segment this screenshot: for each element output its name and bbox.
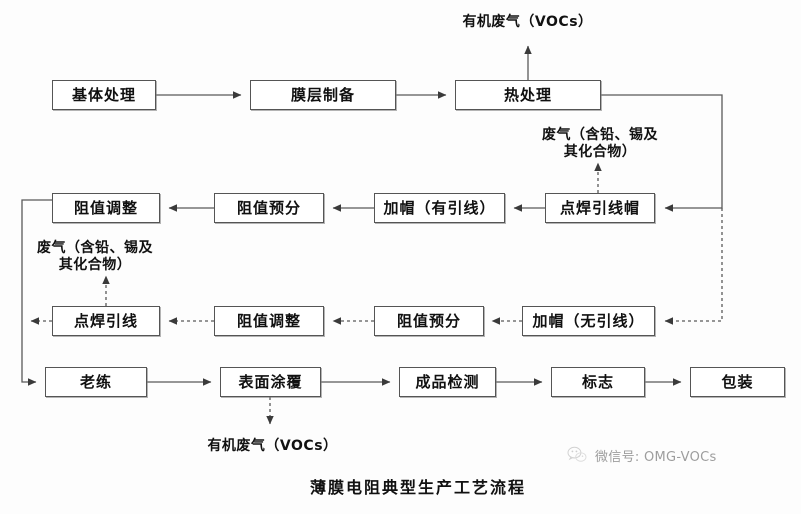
node-label: 基体处理 [71, 85, 136, 104]
wire-heat-to-spotweldcap [601, 94, 723, 212]
node-film-preparation[interactable]: 膜层制备 [250, 80, 396, 110]
node-finished-inspection[interactable]: 成品检测 [399, 367, 496, 397]
emission-label-lead-tin-top: 废气（含铅、锡及 其化合物） [542, 127, 658, 160]
node-label: 成品检测 [415, 372, 480, 391]
node-substrate-treatment[interactable]: 基体处理 [52, 80, 156, 110]
node-aging[interactable]: 老练 [45, 367, 147, 397]
diagram-caption: 薄膜电阻典型生产工艺流程 [310, 478, 527, 497]
node-label: 膜层制备 [290, 85, 355, 104]
node-capping-no-lead[interactable]: 加帽（无引线） [522, 306, 655, 336]
node-heat-treatment[interactable]: 热处理 [455, 80, 601, 110]
node-label: 热处理 [503, 85, 552, 104]
node-resistance-adjust-2[interactable]: 阻值调整 [214, 306, 324, 336]
node-label: 加帽（无引线） [532, 311, 645, 330]
node-capping-with-lead[interactable]: 加帽（有引线） [374, 193, 505, 223]
node-marking[interactable]: 标志 [551, 367, 645, 397]
node-surface-coating[interactable]: 表面涂覆 [220, 367, 321, 397]
node-label: 阻值调整 [236, 311, 301, 330]
wechat-icon [567, 446, 587, 462]
emission-label-voc-bottom: 有机废气（VOCs） [207, 438, 338, 454]
node-resistance-presort-2[interactable]: 阻值预分 [374, 306, 484, 336]
node-label: 包装 [721, 372, 754, 391]
node-resistance-adjust-1[interactable]: 阻值调整 [52, 193, 160, 223]
node-label: 点焊引线 [73, 311, 138, 330]
node-spot-weld-lead[interactable]: 点焊引线 [52, 306, 160, 336]
node-label: 阻值预分 [396, 311, 461, 330]
wire-adjust1-to-aging [21, 199, 52, 386]
node-label: 阻值调整 [73, 198, 138, 217]
watermark: 微信号: OMG-VOCs [566, 444, 717, 466]
node-label: 标志 [581, 372, 614, 391]
emission-label-voc-top: 有机废气（VOCs） [462, 14, 593, 30]
node-label: 表面涂覆 [238, 372, 303, 391]
watermark-text: 微信号: OMG-VOCs [595, 449, 717, 465]
wire-down-to-cappingnolead [664, 208, 723, 325]
node-resistance-presort-1[interactable]: 阻值预分 [214, 193, 324, 223]
node-packaging[interactable]: 包装 [690, 367, 785, 397]
emission-label-lead-tin-left: 废气（含铅、锡及 其化合物） [37, 240, 153, 273]
node-label: 加帽（有引线） [383, 198, 496, 217]
node-label: 点焊引线帽 [559, 198, 640, 217]
node-label: 阻值预分 [236, 198, 301, 217]
node-label: 老练 [79, 372, 112, 391]
node-spot-weld-lead-cap[interactable]: 点焊引线帽 [545, 193, 655, 223]
